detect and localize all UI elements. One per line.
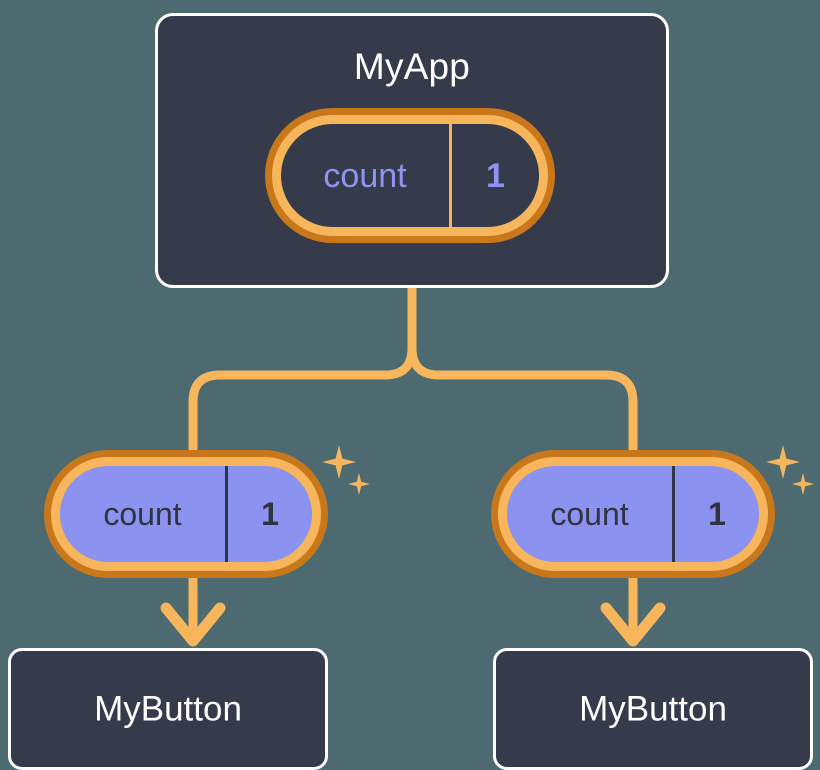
wire-right-arrowhead (600, 602, 666, 647)
signal-name: count (281, 124, 452, 227)
wire-left-arrowhead (160, 602, 226, 647)
signal-pill-root[interactable]: count 1 (265, 108, 555, 243)
signal-pill-ring: count 1 (265, 108, 555, 243)
signal-pill-ring: count 1 (44, 450, 328, 578)
component-card-mybutton-left[interactable]: MyButton (8, 648, 328, 770)
wire-to-right-signal (407, 343, 638, 455)
component-card-mybutton-right[interactable]: MyButton (493, 648, 813, 770)
component-title-myapp: MyApp (353, 46, 471, 87)
signal-pill-right[interactable]: count 1 (491, 450, 775, 578)
signal-value: 1 (261, 496, 279, 532)
wire-to-left-signal (188, 343, 417, 455)
signal-pill-body: count 1 (498, 457, 768, 571)
signal-value: 1 (486, 156, 505, 195)
signal-value: 1 (708, 496, 726, 532)
signal-name: count (60, 466, 228, 562)
component-title-mybutton: MyButton (94, 689, 242, 729)
signal-pill-left[interactable]: count 1 (44, 450, 328, 578)
signal-name: count (507, 466, 675, 562)
signal-pill-ring: count 1 (491, 450, 775, 578)
component-title-mybutton: MyButton (579, 689, 727, 729)
signal-pill-body: count 1 (51, 457, 321, 571)
signal-pill-body: count 1 (272, 115, 548, 236)
